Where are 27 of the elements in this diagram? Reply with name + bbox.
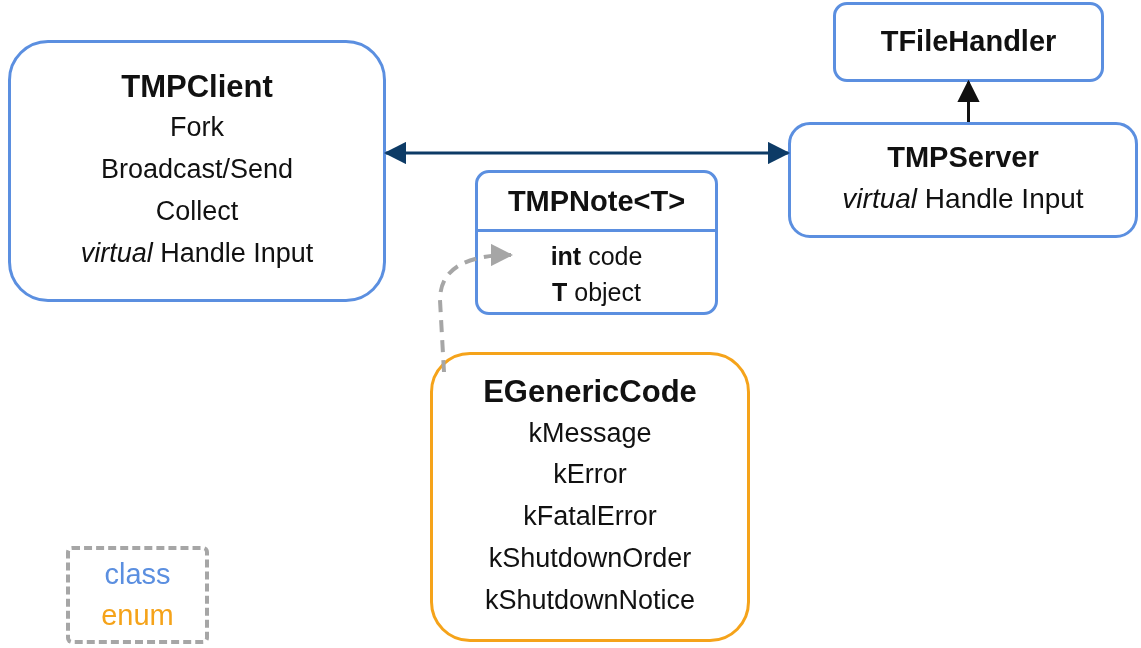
field-text: T object	[552, 276, 641, 308]
enum-value: kFatalError	[523, 500, 657, 534]
enum-value: kShutdownOrder	[488, 542, 692, 576]
method-text: virtual Handle Input	[842, 182, 1084, 217]
class-name: TFileHandler	[880, 24, 1057, 60]
class-box	[475, 170, 718, 315]
class-box	[788, 122, 1138, 238]
enum-value: kError	[553, 458, 627, 492]
enum-box	[430, 352, 750, 642]
arrow	[383, 141, 791, 165]
class-name: TMPClient	[121, 68, 273, 107]
method-text: Fork	[170, 111, 224, 145]
class-name: TMPNote<T>	[507, 184, 686, 219]
class-name: TMPServer	[887, 140, 1039, 176]
method-text: Broadcast/Send	[100, 153, 294, 187]
arrow	[438, 244, 514, 373]
legend-text: enum	[101, 598, 174, 633]
legend-text: class	[104, 557, 171, 593]
enum-value: kShutdownNotice	[484, 583, 696, 617]
enum-value: kMessage	[528, 416, 652, 450]
enum-name: EGenericCode	[483, 373, 697, 412]
arrow	[957, 79, 980, 122]
method-text: virtual Handle Input	[80, 237, 314, 270]
class-box	[833, 2, 1104, 82]
method-text: Collect	[155, 195, 239, 229]
field-text: int code	[550, 240, 643, 272]
class-box	[8, 40, 386, 302]
